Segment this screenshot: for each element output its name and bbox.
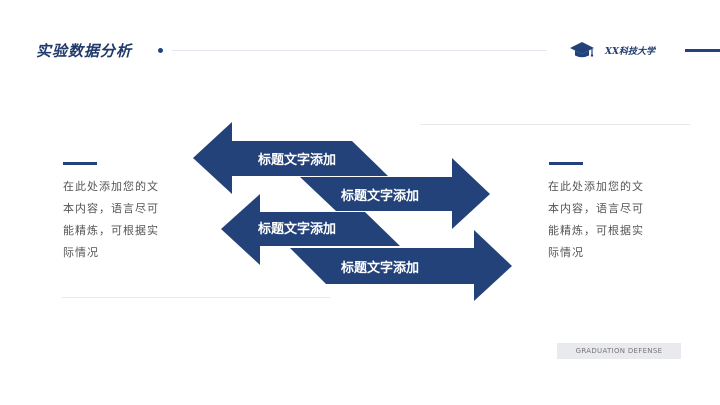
left-bottom-divider — [62, 297, 330, 298]
graduation-cap-icon — [570, 42, 594, 58]
left-text-block: 在此处添加您的文 本内容，语言尽可 能精炼，可根据实 际情况 — [63, 176, 185, 264]
left-text-line: 能精炼，可根据实 — [63, 224, 159, 237]
right-top-divider — [420, 124, 690, 125]
arrow-3-shape — [221, 194, 400, 265]
right-text-block: 在此处添加您的文 本内容，语言尽可 能精炼，可根据实 际情况 — [548, 176, 670, 264]
arrow-2-shape — [300, 158, 490, 229]
footer-label: GRADUATION DEFENSE — [575, 347, 663, 355]
arrow-1-label: 标题文字添加 — [257, 152, 336, 168]
right-text-line: 本内容，语言尽可 — [548, 202, 644, 215]
arrow-4-label: 标题文字添加 — [340, 260, 419, 276]
left-text-line: 本内容，语言尽可 — [63, 202, 159, 215]
title-dot — [158, 48, 163, 53]
arrow-1-shape — [193, 122, 388, 194]
arrow-4-shape — [290, 230, 512, 301]
university-name: XX科技大学 — [605, 47, 655, 57]
right-text-line: 在此处添加您的文 — [548, 180, 644, 193]
header-divider — [172, 50, 547, 51]
header-accent-bar — [685, 49, 720, 52]
footer-badge: GRADUATION DEFENSE — [557, 343, 681, 359]
right-text-line: 能精炼，可根据实 — [548, 224, 644, 237]
right-accent-bar — [549, 162, 583, 165]
slide-title: 实验数据分析 — [36, 42, 133, 60]
left-text-line: 际情况 — [63, 246, 99, 259]
arrow-2-label: 标题文字添加 — [340, 188, 419, 204]
right-text-line: 际情况 — [548, 246, 584, 259]
arrow-3-label: 标题文字添加 — [257, 221, 336, 237]
left-text-line: 在此处添加您的文 — [63, 180, 159, 193]
left-accent-bar — [63, 162, 97, 165]
